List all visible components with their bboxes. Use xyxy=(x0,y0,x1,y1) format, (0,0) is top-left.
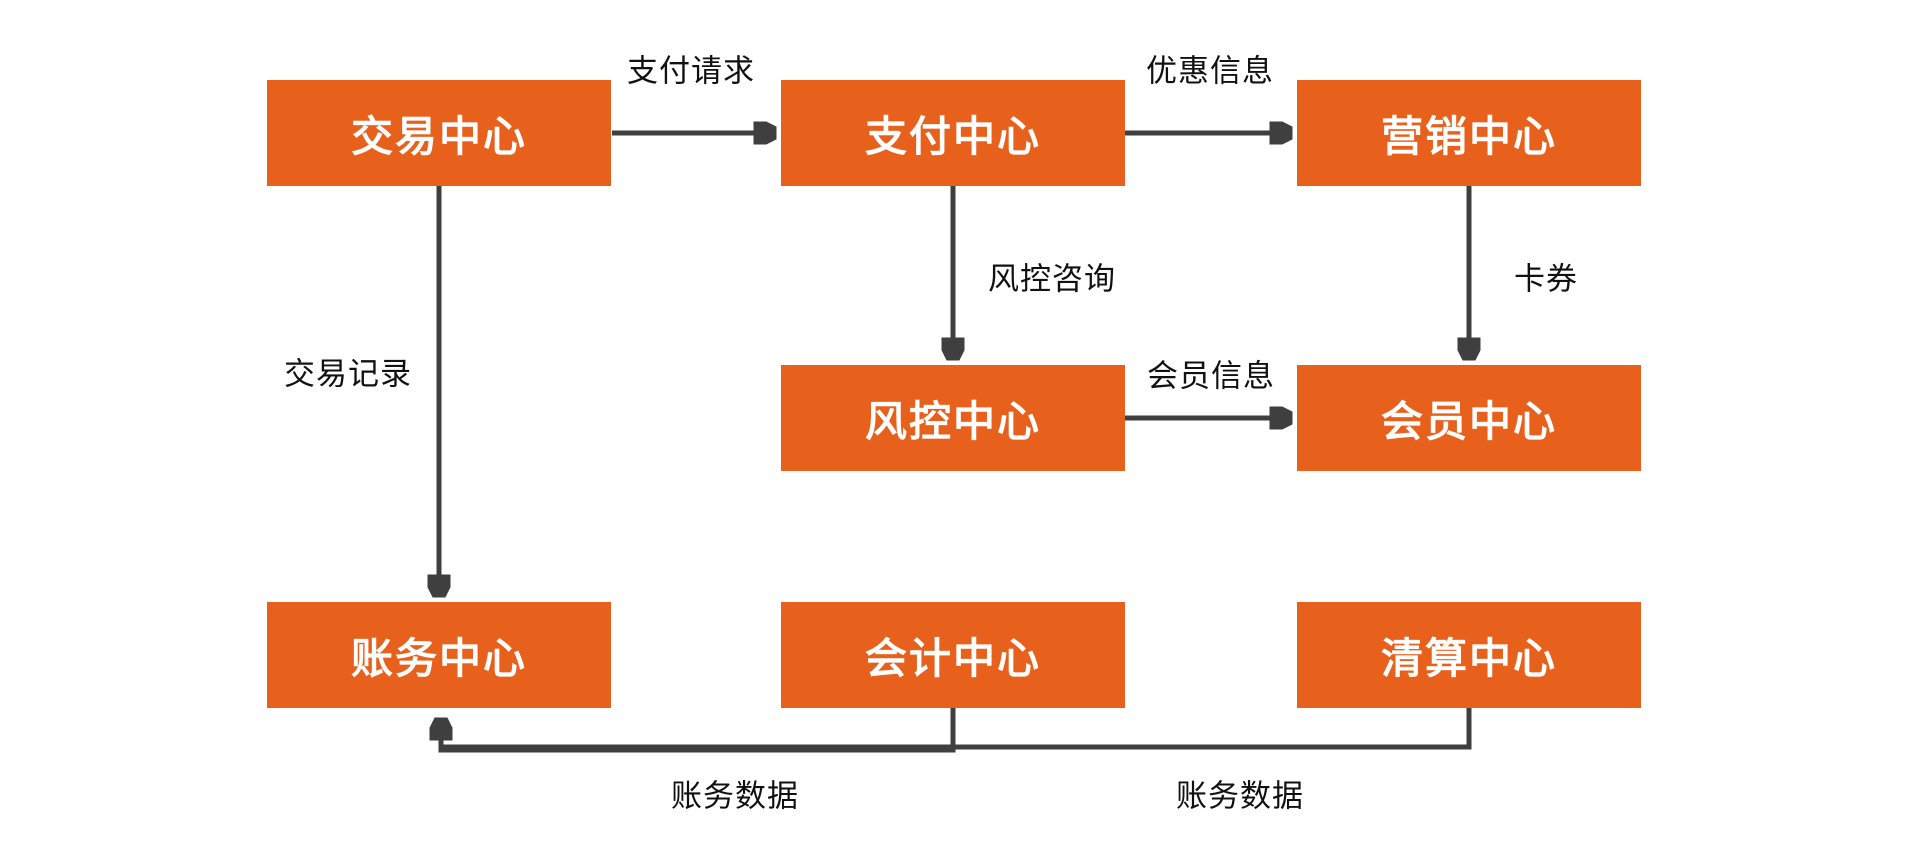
edge-accounting-to-account xyxy=(441,708,956,753)
edge-label-promo-info: 优惠信息 xyxy=(1146,53,1274,89)
node-label: 支付中心 xyxy=(864,112,1041,160)
node-payment-center: 支付中心 xyxy=(781,80,1125,186)
node-label: 会计中心 xyxy=(864,634,1041,682)
node-label: 会员中心 xyxy=(1380,397,1557,445)
node-label: 清算中心 xyxy=(1380,634,1557,682)
edge-label-member-info: 会员信息 xyxy=(1147,358,1275,394)
edge-label-account-data-1: 账务数据 xyxy=(671,778,799,814)
node-account-center: 账务中心 xyxy=(267,602,611,708)
node-label: 账务中心 xyxy=(350,634,527,682)
edge-label-coupon: 卡券 xyxy=(1514,261,1578,297)
node-label: 交易中心 xyxy=(350,112,527,160)
edge-label-trade-record: 交易记录 xyxy=(284,356,412,392)
edge-label-risk-consult: 风控咨询 xyxy=(988,261,1116,297)
edge-clearing-to-account xyxy=(441,708,1472,750)
node-trade-center: 交易中心 xyxy=(267,80,611,186)
node-label: 营销中心 xyxy=(1380,112,1557,160)
node-accounting-center: 会计中心 xyxy=(781,602,1125,708)
node-clearing-center: 清算中心 xyxy=(1297,602,1641,708)
edge-label-payment-request: 支付请求 xyxy=(627,53,755,89)
edge-label-account-data-2: 账务数据 xyxy=(1176,778,1304,814)
node-member-center: 会员中心 xyxy=(1297,365,1641,471)
node-risk-center: 风控中心 xyxy=(781,365,1125,471)
node-label: 风控中心 xyxy=(864,397,1041,445)
node-marketing-center: 营销中心 xyxy=(1297,80,1641,186)
